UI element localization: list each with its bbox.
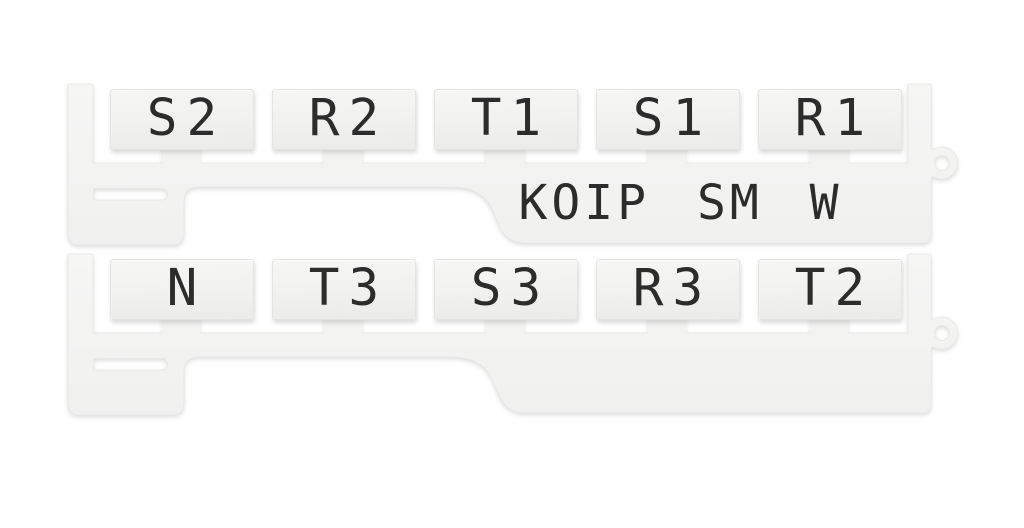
marker-tag-label: T3 bbox=[308, 259, 389, 318]
marker-tag-s1: S1 bbox=[596, 89, 740, 150]
marker-tag-label: S1 bbox=[632, 89, 713, 148]
marker-tag-t3: T3 bbox=[272, 259, 416, 320]
marker-tag-t2: T2 bbox=[758, 259, 902, 320]
marker-tag-label: S3 bbox=[470, 259, 551, 318]
marker-tag-label: S2 bbox=[146, 89, 227, 148]
marker-tag-label: R1 bbox=[794, 89, 875, 148]
marker-tag-label: T1 bbox=[470, 89, 551, 148]
marker-tag-label: N bbox=[166, 259, 207, 318]
marker-tag-label: R3 bbox=[632, 259, 713, 318]
marker-tag-t1: T1 bbox=[434, 89, 578, 150]
sprue-marking-text: KOIP SM W bbox=[518, 175, 843, 231]
marker-tag-s3: S3 bbox=[434, 259, 578, 320]
marker-tag-r1: R1 bbox=[758, 89, 902, 150]
marker-tag-label: R2 bbox=[308, 89, 389, 148]
marker-tag-r3: R3 bbox=[596, 259, 740, 320]
marker-tag-label: T2 bbox=[794, 259, 875, 318]
marker-tag-r2: R2 bbox=[272, 89, 416, 150]
marker-tag-s2: S2 bbox=[110, 89, 254, 150]
marker-tag-n: N bbox=[110, 259, 254, 320]
